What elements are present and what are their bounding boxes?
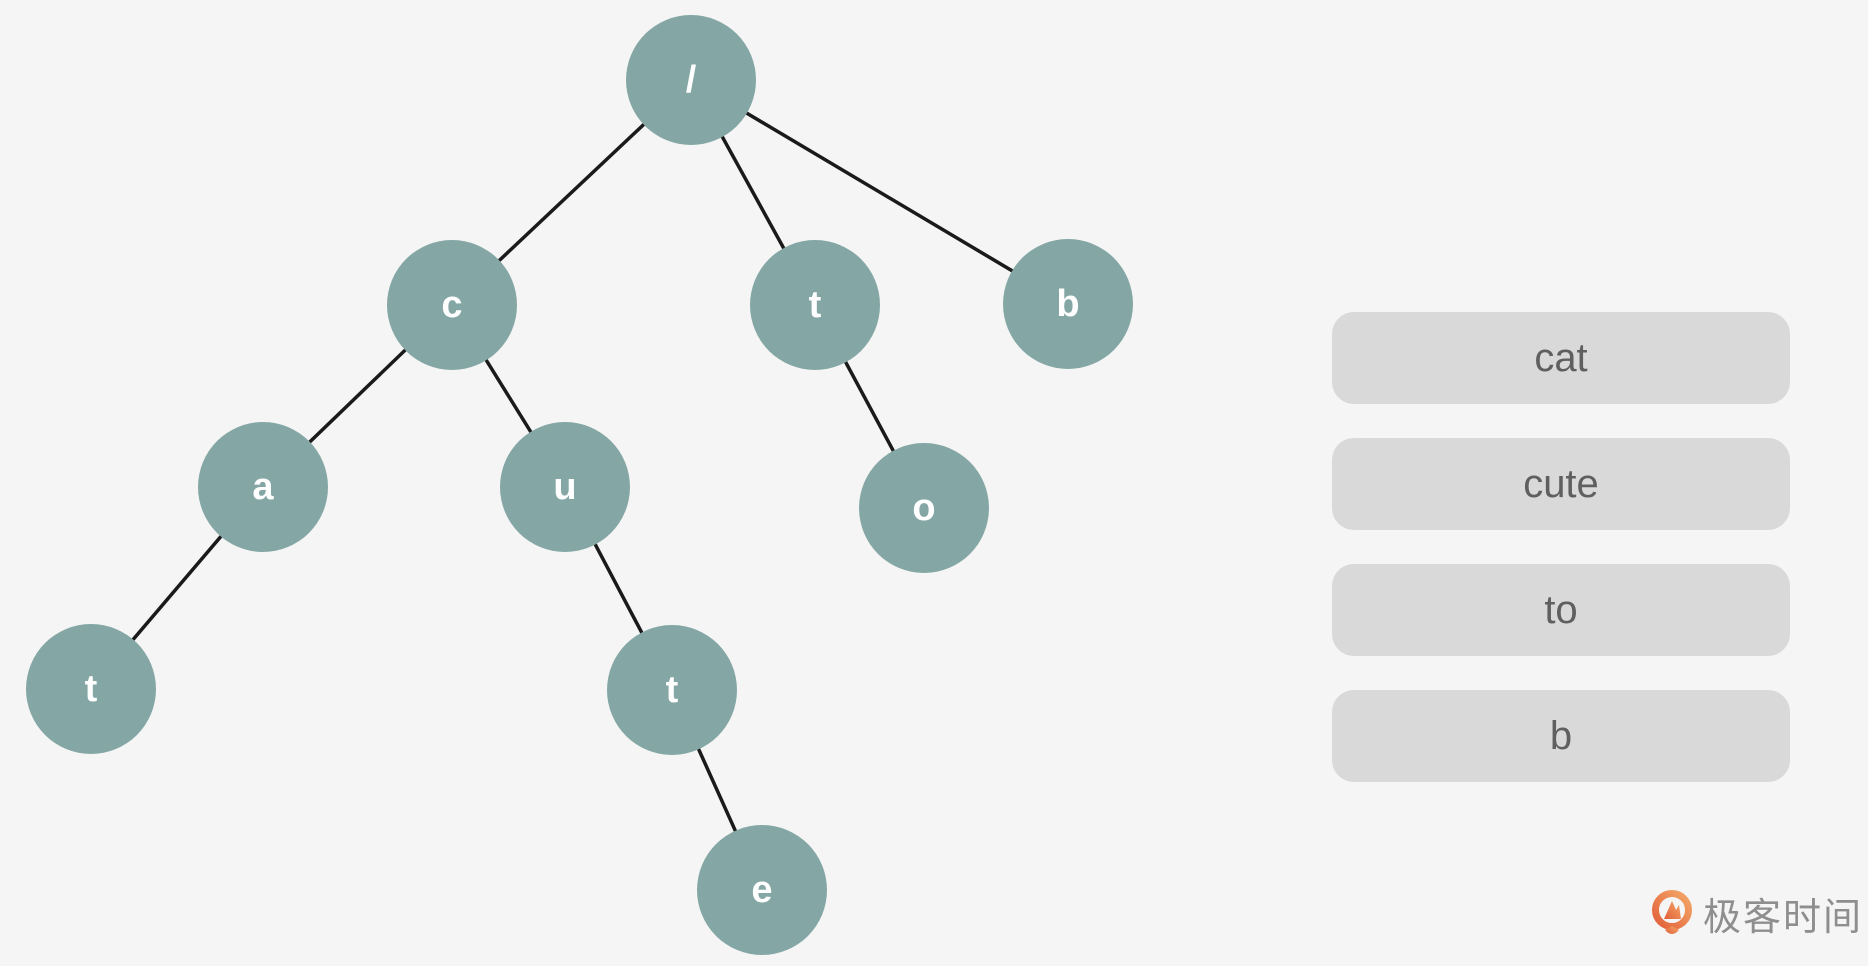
trie-node-label: t xyxy=(84,667,98,710)
geektime-logo-text: 极客时间 xyxy=(1703,897,1864,939)
trie-node-t2: t xyxy=(26,624,156,754)
trie-node-a: a xyxy=(198,422,328,552)
trie-node-b: b xyxy=(1003,239,1133,369)
trie-node-label: c xyxy=(441,283,463,326)
word-box-cute[interactable]: cute xyxy=(1332,438,1790,530)
trie-node-label: a xyxy=(252,465,274,508)
tree-edge-root-b xyxy=(690,78,1069,306)
trie-node-c: c xyxy=(387,240,517,370)
trie-node-label: t xyxy=(665,668,679,711)
trie-node-label: u xyxy=(553,465,577,508)
trie-node-label: t xyxy=(808,283,822,326)
trie-node-e: e xyxy=(697,825,827,955)
word-label: to xyxy=(1544,587,1578,632)
trie-node-root: / xyxy=(626,15,756,145)
word-list: cat cute to b xyxy=(1332,312,1790,782)
word-label: cat xyxy=(1534,335,1588,380)
trie-node-t3: t xyxy=(607,625,737,755)
trie-node-t1: t xyxy=(750,240,880,370)
trie-node-label: / xyxy=(685,58,697,101)
trie-node-u: u xyxy=(500,422,630,552)
trie-node-label: b xyxy=(1056,282,1080,325)
word-label: b xyxy=(1549,713,1573,758)
trie-node-o: o xyxy=(859,443,989,573)
geektime-logo-icon xyxy=(1652,889,1692,934)
geektime-logo: 极客时间 xyxy=(1650,886,1863,941)
word-box-cat[interactable]: cat xyxy=(1332,312,1790,404)
trie-node-label: e xyxy=(751,868,773,911)
word-box-to[interactable]: to xyxy=(1332,564,1790,656)
word-label: cute xyxy=(1523,461,1599,506)
word-box-b[interactable]: b xyxy=(1332,690,1790,782)
trie-node-label: o xyxy=(912,486,936,529)
